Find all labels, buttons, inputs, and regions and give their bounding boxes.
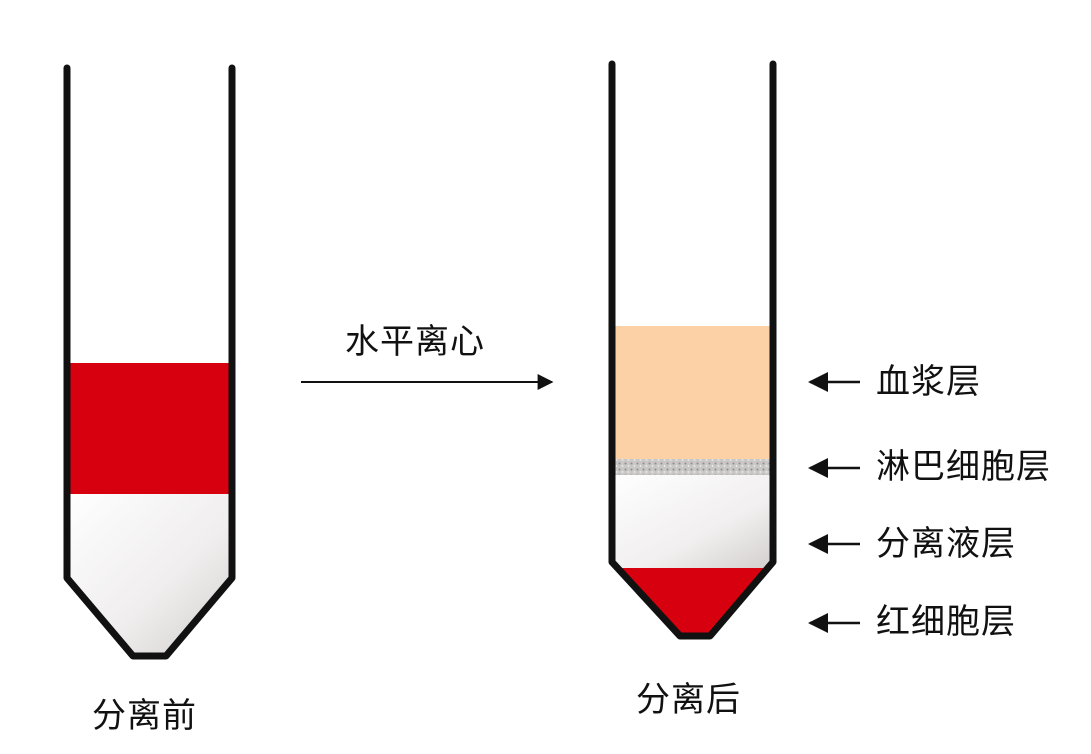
label-separation-liquid-layer: 分离液层 [876,524,1016,564]
tube-before-outline [63,64,236,660]
layer-pointers [808,372,860,633]
lymphocyte-layer [612,459,773,475]
label-lymphocyte-layer: 淋巴细胞层 [876,447,1051,487]
caption-before: 分离前 [92,696,197,736]
process-label: 水平离心 [345,322,485,362]
tube-after-outline [608,60,777,640]
blood-layer [67,363,232,494]
tube-before [63,64,236,660]
separation-liquid-layer-after [612,475,773,568]
label-plasma-layer: 血浆层 [876,362,981,402]
caption-after: 分离后 [636,680,741,720]
plasma-layer [612,326,773,460]
tube-after [608,60,777,640]
separation-liquid-layer-before [67,494,232,656]
label-red-cell-layer: 红细胞层 [876,602,1016,642]
